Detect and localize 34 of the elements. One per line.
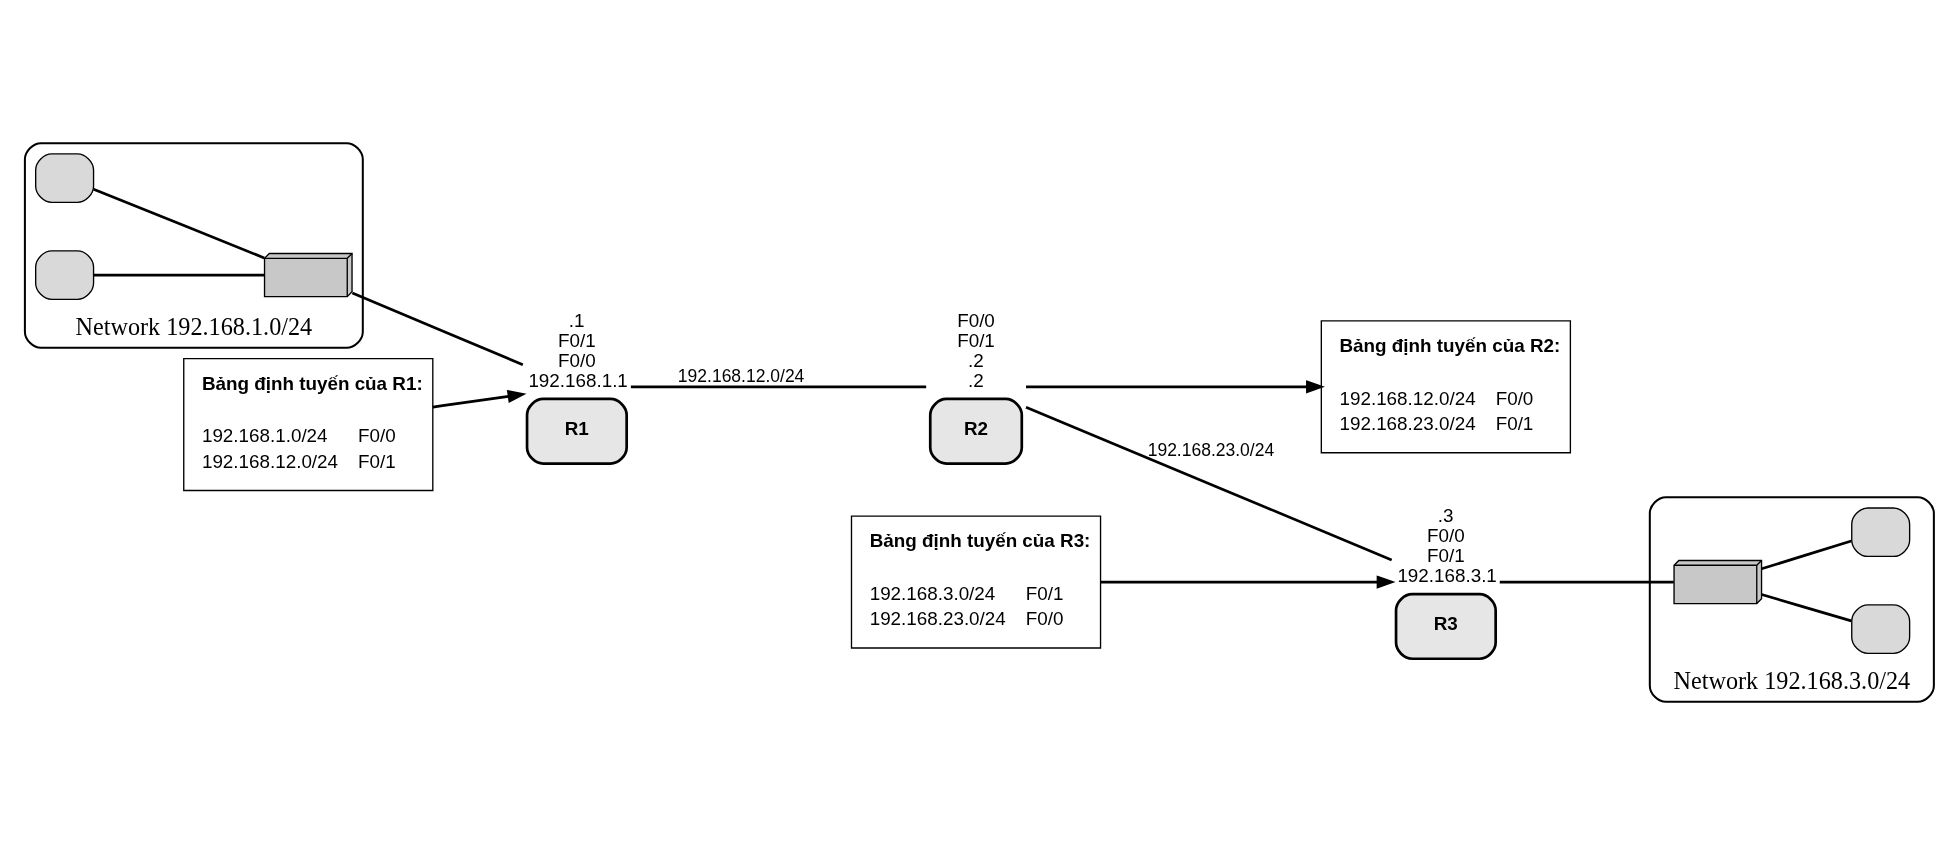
- connector: [351, 291, 524, 366]
- connector: [1761, 539, 1852, 570]
- edge-label: 192.168.23.0/24: [1147, 439, 1275, 460]
- connector: [1499, 580, 1674, 583]
- arrow: [1026, 379, 1325, 393]
- node-box: Bảng định tuyến của R3: 192.168.3.0/24 F0/1 192.168.23.0/24 F0/0: [850, 514, 1102, 649]
- arrow: [432, 389, 527, 408]
- connector: [1761, 592, 1852, 622]
- node-computer: [35, 249, 95, 300]
- node-label: 192.168.1.1: [528, 369, 628, 391]
- connector: [93, 187, 265, 259]
- node-label: F0/1: [957, 329, 995, 351]
- node-label: .3: [1437, 504, 1454, 526]
- edge-label: 192.168.12.0/24: [677, 365, 805, 386]
- node-label: 192.168.3.1: [1397, 564, 1497, 586]
- node-label: .2: [967, 349, 984, 371]
- node-box: Bảng định tuyến của R1: 192.168.1.0/24 F0/0 192.168.12.0/24 F0/1: [183, 357, 434, 491]
- node-label: F0/0: [957, 309, 995, 331]
- arrow: [1100, 574, 1396, 589]
- node-box: Bảng định tuyến của R2: 192.168.12.0/24 F0/0 192.168.23.0/24 F0/1: [1320, 319, 1572, 453]
- node-label: F0/0: [558, 349, 596, 371]
- node-computer: [1851, 506, 1911, 557]
- connector: [93, 273, 265, 276]
- node-label: .1: [568, 309, 585, 331]
- node-label: F0/0: [1427, 524, 1465, 546]
- cluster: Network 192.168.1.0/24: [23, 141, 364, 349]
- connector: [630, 384, 927, 388]
- node-label: F0/1: [558, 329, 596, 351]
- node-label: .2: [967, 369, 984, 391]
- node-label: F0/1: [1427, 544, 1465, 566]
- node-computer: [1851, 603, 1911, 654]
- connector: [1025, 405, 1393, 561]
- node-computer: [35, 152, 95, 203]
- cluster: Network 192.168.3.0/24: [1648, 495, 1935, 703]
